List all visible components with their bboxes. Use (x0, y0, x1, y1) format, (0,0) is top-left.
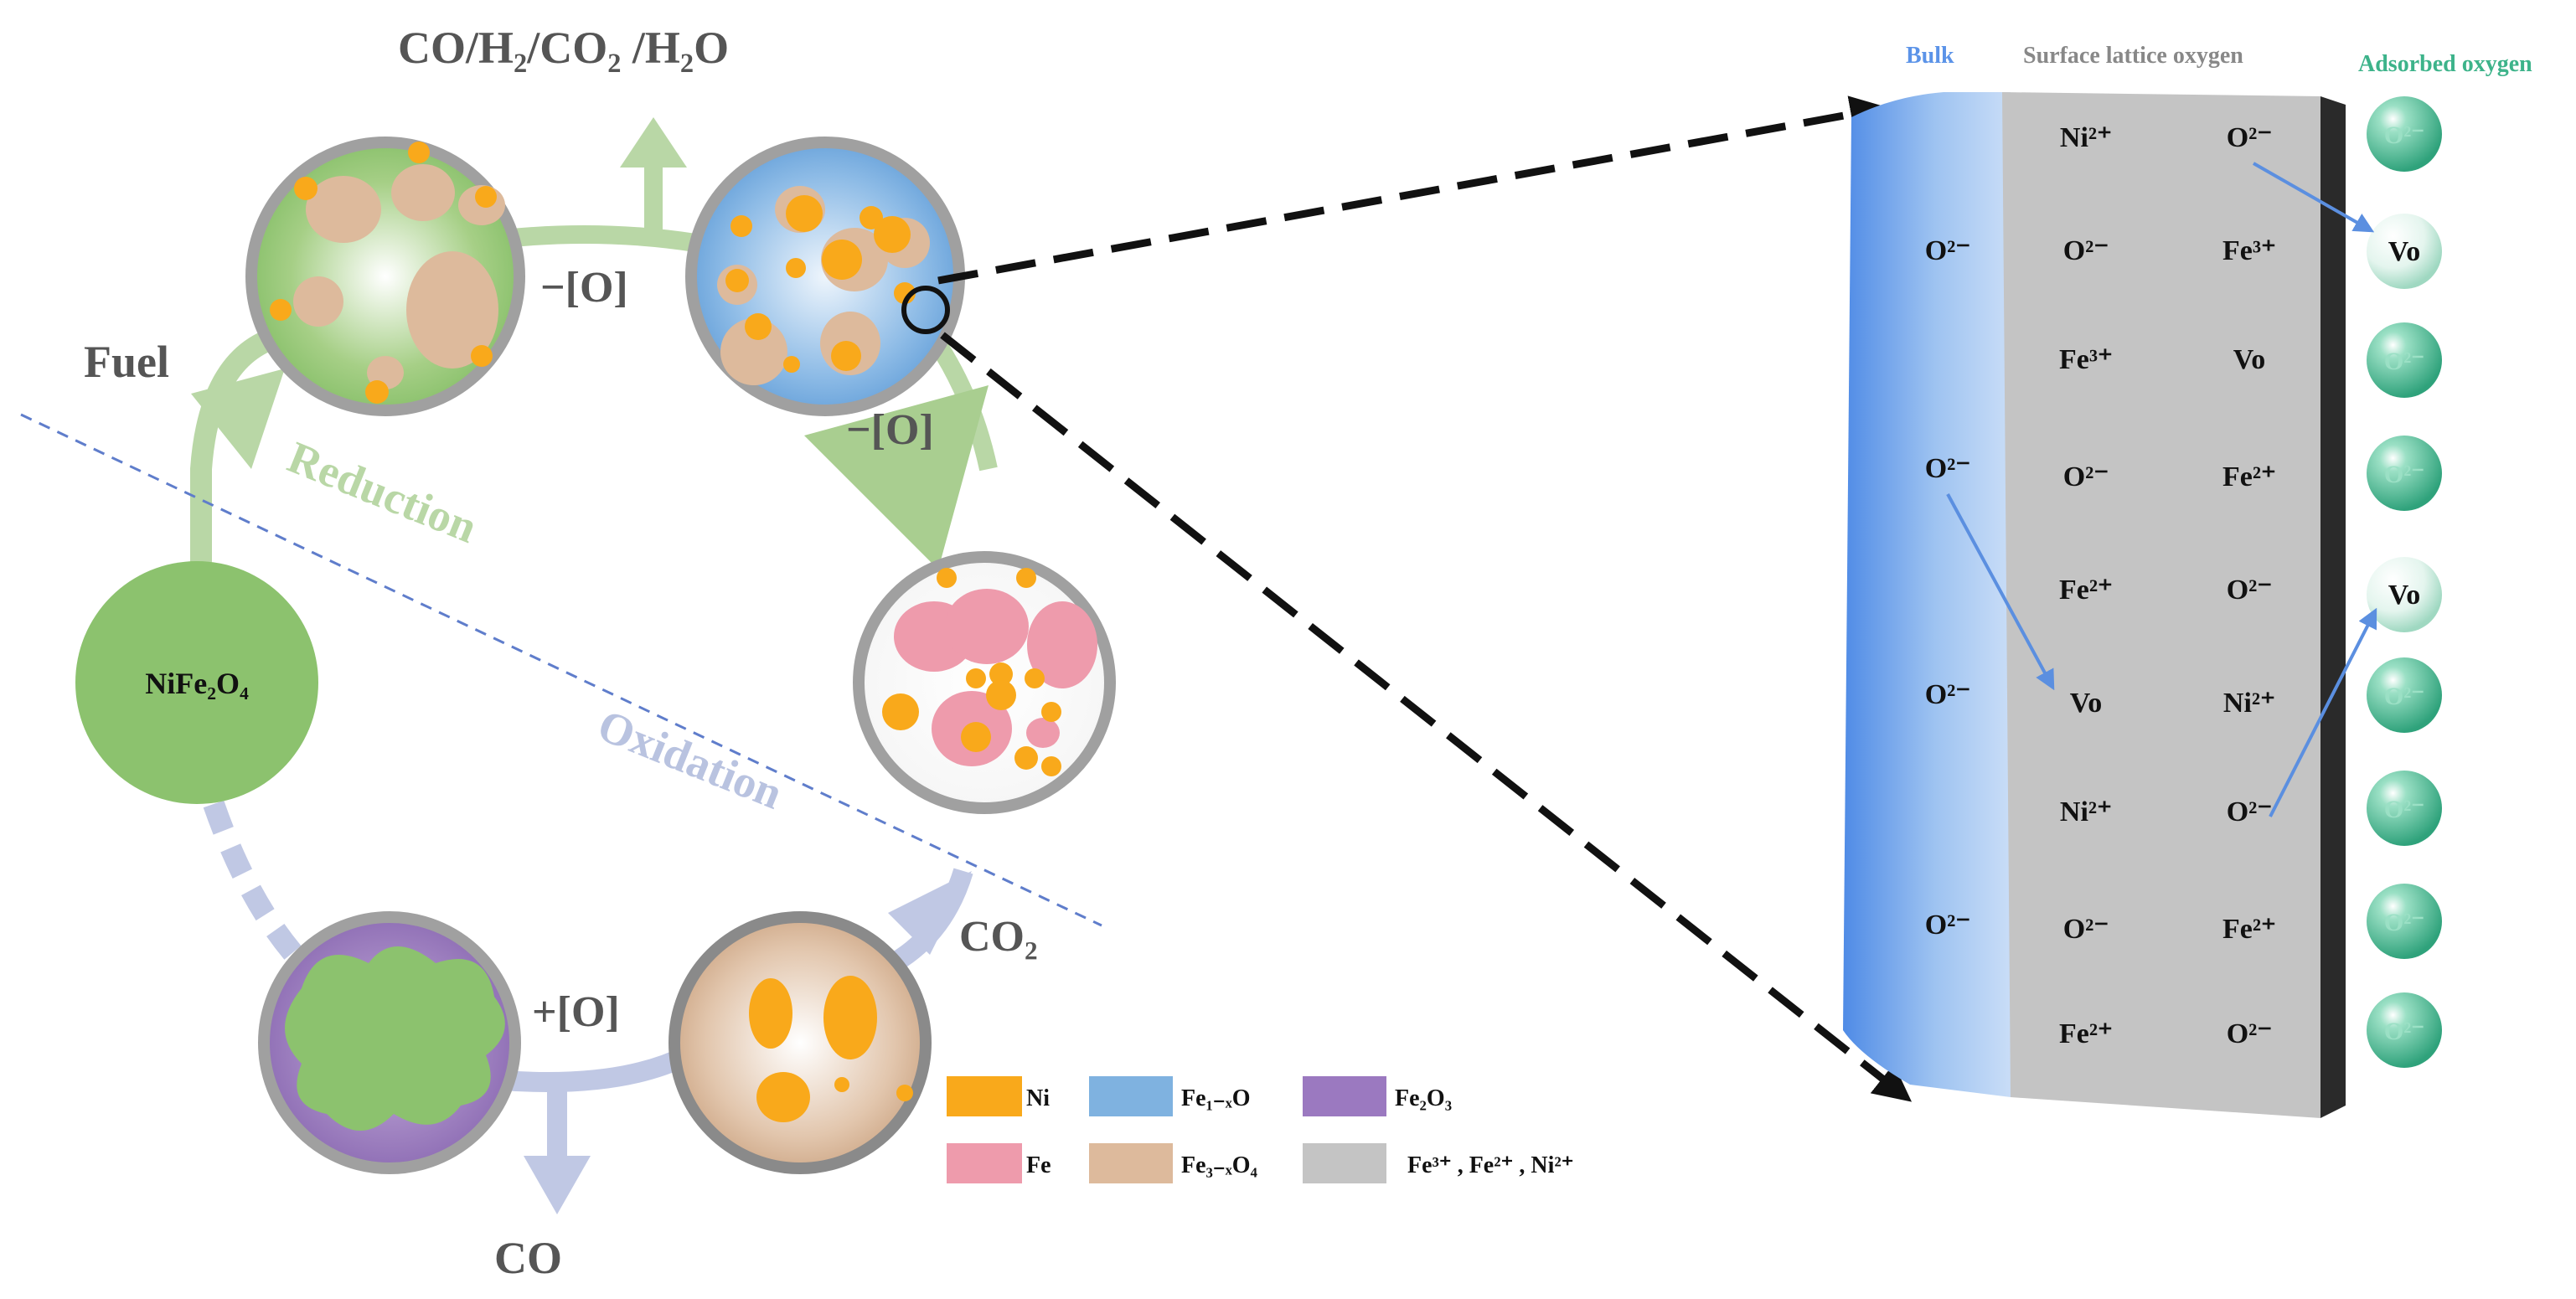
migration-arrow-surface-bottom (2269, 607, 2377, 817)
bulk-ion: O²⁻ (1925, 679, 1971, 710)
vacancy-sphere (2367, 214, 2442, 289)
particle-pink (853, 551, 1116, 814)
surface-ion: O²⁻ (2227, 575, 2273, 606)
surface-ion: Ni²⁺ (2060, 122, 2112, 153)
legend-swatch-fe3xo4 (1089, 1143, 1173, 1183)
legend-label-fe2o3: Fe₂O₃ (1395, 1085, 1452, 1111)
surface-ion: Fe²⁺ (2059, 1018, 2113, 1049)
legend-label-cations: Fe³⁺ , Fe²⁺ , Ni²⁺ (1407, 1152, 1574, 1178)
adsorbed-title: Adsorbed oxygen (2358, 51, 2532, 77)
legend-swatch-ni (947, 1076, 1022, 1116)
adsorbed-oxygen-sphere (2367, 657, 2442, 733)
surface-ion: O²⁻ (2227, 122, 2273, 153)
surface-ion: O²⁻ (2063, 235, 2109, 266)
nife2o4-label: NiFe₂O₄ (145, 667, 249, 700)
surface-ion: O²⁻ (2063, 914, 2109, 945)
bulk-ion: O²⁻ (1925, 235, 1971, 266)
adsorbed-oxygen-sphere (2367, 436, 2442, 511)
co2-label: CO₂ (959, 913, 1038, 961)
surface-ion: Fe²⁺ (2222, 914, 2276, 945)
co-label: CO (494, 1233, 562, 1283)
adsorbed-oxygen-sphere (2367, 96, 2442, 172)
zoom-arrow-top (937, 95, 1888, 285)
adsorbed-label: O²⁻ (2384, 909, 2424, 936)
adsorbed-label: O²⁻ (2384, 683, 2424, 710)
legend-label-fe3xo4: Fe₃₋ₓO₄ (1181, 1152, 1257, 1178)
surface-ion: Vo (2233, 344, 2265, 375)
surface-ion: O²⁻ (2227, 1018, 2273, 1049)
adsorbed-oxygen-sphere (2367, 771, 2442, 846)
legend-label-fe: Fe (1026, 1152, 1051, 1178)
adsorbed-oxygen-sphere (2367, 884, 2442, 959)
legend-swatch-fe (947, 1143, 1022, 1183)
surface-ion: Fe²⁺ (2059, 575, 2113, 606)
legend-label-fe1xo: Fe₁₋ₓO (1181, 1085, 1251, 1111)
surface-ion: Ni²⁺ (2060, 796, 2112, 827)
legend: Ni Fe₁₋ₓO Fe₂O₃ Fe Fe₃₋ₓO₄ Fe³⁺ , Fe²⁺ ,… (947, 1076, 1574, 1183)
adsorbed-label: O²⁻ (2384, 1018, 2424, 1045)
surface-ion: Fe³⁺ (2222, 235, 2276, 266)
bulk-ions: O²⁻ O²⁻ O²⁻ O²⁻ (1925, 235, 1971, 941)
particle-blue (685, 137, 965, 416)
minus-o-label-2: −[O] (846, 406, 934, 454)
plus-o-label: +[O] (532, 988, 620, 1036)
nife2o4-node (75, 561, 318, 804)
bulk-ion: O²⁻ (1925, 910, 1971, 941)
oxidation-label: Oxidation (591, 699, 790, 818)
adsorbed-oxygen-sphere (2367, 322, 2442, 398)
vacancy-sphere (2367, 557, 2442, 632)
legend-swatch-cations (1303, 1143, 1386, 1183)
zoom-arrow-bottom (940, 332, 1913, 1102)
adsorbed-label: O²⁻ (2384, 796, 2424, 823)
adsorbed-label: Vo (2388, 236, 2420, 267)
surface-ion: Vo (2070, 688, 2102, 719)
top-product-label: CO/H₂/CO₂ /H₂O (398, 23, 729, 73)
particle-tan (669, 911, 932, 1174)
adsorbed-label: Vo (2388, 580, 2420, 611)
particle-purple (258, 911, 521, 1174)
adsorbed-label: O²⁻ (2384, 121, 2424, 149)
bulk-title: Bulk (1906, 43, 1954, 69)
legend-swatch-fe2o3 (1303, 1076, 1386, 1116)
adsorbed-label: O²⁻ (2384, 348, 2424, 375)
adsorbed-oxygen-sphere (2367, 992, 2442, 1068)
legend-swatch-fe1xo (1089, 1076, 1173, 1116)
reduction-label: Reduction (281, 431, 484, 552)
surface-ion: O²⁻ (2063, 461, 2109, 492)
legend-label-ni: Ni (1026, 1085, 1050, 1111)
lattice-block (1843, 92, 2346, 1118)
surface-ion: Ni²⁺ (2223, 688, 2275, 719)
surface-ion: O²⁻ (2227, 796, 2273, 827)
adsorbed-label: O²⁻ (2384, 461, 2424, 488)
migration-arrow-bulk (1946, 493, 2055, 691)
minus-o-label-1: −[O] (540, 264, 628, 312)
fuel-label: Fuel (84, 337, 169, 387)
surface-ion: Fe²⁺ (2222, 461, 2276, 492)
surface-title: Surface lattice oxygen (2023, 43, 2243, 69)
bulk-ion: O²⁻ (1925, 453, 1971, 484)
particle-green (245, 137, 525, 416)
migration-arrow-surface-top (2253, 162, 2375, 233)
surface-ion: Fe³⁺ (2059, 344, 2113, 375)
